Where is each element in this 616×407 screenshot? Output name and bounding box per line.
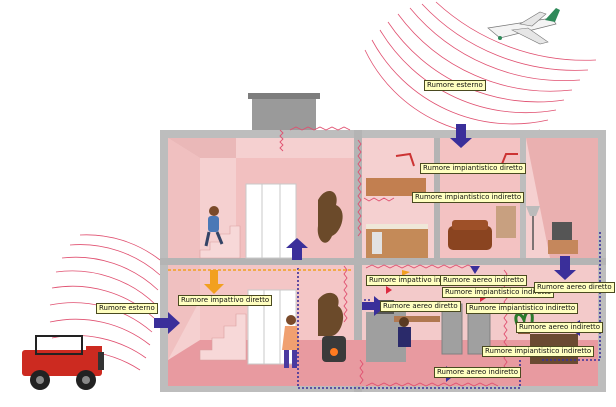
tv-icon xyxy=(548,222,578,254)
vent-right-icon xyxy=(501,153,518,165)
sofa-icon xyxy=(448,220,492,250)
label-external-noise-top: Rumore esterno xyxy=(424,80,486,91)
kitchen-icon xyxy=(366,178,428,258)
person-woman-icon xyxy=(282,315,300,368)
person-on-stairs-icon xyxy=(204,206,224,247)
window-upper-left xyxy=(245,183,297,259)
stairs-lower xyxy=(199,313,247,361)
lamp-icon xyxy=(526,206,540,250)
office-worker-icon xyxy=(398,317,411,347)
label-plant-direct: Rumore impiantistico diretto xyxy=(420,163,526,174)
label-external-noise-left: Rumore esterno xyxy=(96,303,158,314)
label-air-indirect-mid: Rumore aereo indiretto xyxy=(440,275,528,286)
label-air-indirect-bottom: Rumore aereo indiretto xyxy=(434,367,522,378)
external-noise-waves-top xyxy=(364,1,597,136)
picture-frame xyxy=(496,206,516,238)
sculpture-icon xyxy=(317,190,343,243)
airplane-icon xyxy=(487,8,560,45)
label-air-indirect-right: Rumore aereo indiretto xyxy=(516,322,604,333)
filing-cabinet-icon xyxy=(441,303,491,355)
label-air-direct-right: Rumore aereo diretto xyxy=(534,282,615,293)
label-impact-direct: Rumore impattivo diretto xyxy=(178,295,273,306)
label-plant-indirect-bottom: Rumore impiantistico indiretto xyxy=(482,346,595,357)
noise-arrows-orange xyxy=(204,270,410,294)
car-icon xyxy=(22,335,104,390)
chimney xyxy=(252,97,316,131)
label-air-direct-center: Rumore aereo diretto xyxy=(380,301,461,312)
stove-icon xyxy=(318,292,346,362)
label-plant-indirect-center: Rumore impiantistico indiretto xyxy=(466,303,579,314)
label-plant-indirect-top: Rumore impiantistico indiretto xyxy=(412,192,525,203)
vent-left-icon xyxy=(395,152,415,167)
